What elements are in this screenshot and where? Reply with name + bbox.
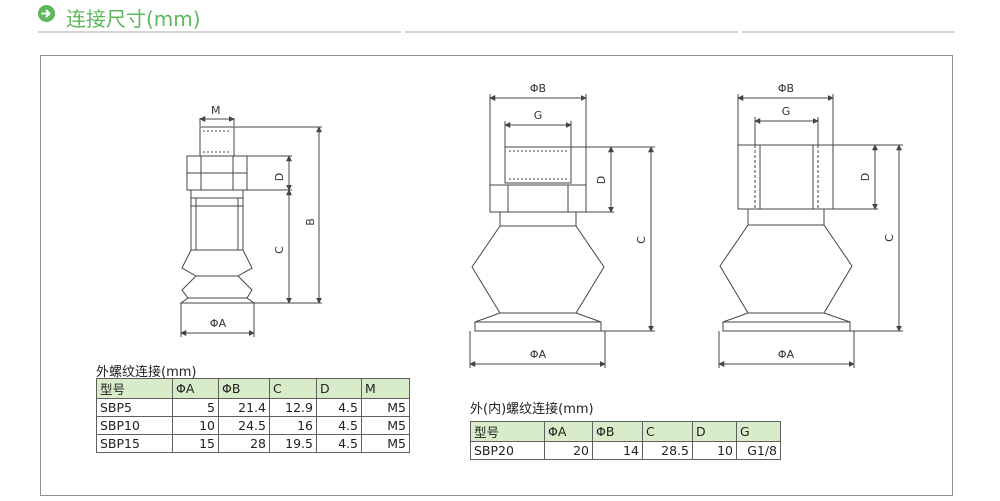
header-cell: ΦB <box>218 378 270 399</box>
label-c: C <box>883 234 896 242</box>
cell-value: G1/8 <box>736 441 781 460</box>
table-header-row: 型号 ΦA ΦB C D M <box>96 378 410 399</box>
header-cell: ΦA <box>544 421 593 442</box>
table-internal-title: 外(内)螺纹连接(mm) <box>470 402 594 417</box>
header-divider <box>742 31 955 33</box>
header-cell: ΦB <box>592 421 643 442</box>
label-a: ΦA <box>210 317 227 330</box>
header-cell: D <box>692 421 737 442</box>
drawing-sbp-external <box>179 116 322 337</box>
label-c: C <box>635 236 648 244</box>
label-phi-a: ΦA <box>530 348 547 361</box>
header-cell: M <box>361 378 410 399</box>
cell-model: SBP5 <box>96 398 173 417</box>
label-g: G <box>782 105 791 118</box>
drawing-frame <box>40 55 953 496</box>
label-m: M <box>211 104 221 117</box>
label-d: D <box>859 173 872 181</box>
header-cell: ΦA <box>172 378 219 399</box>
table-row: SBP5 5 21.4 12.9 4.5 M5 <box>96 398 410 417</box>
table-external: 型号 ΦA ΦB C D M SBP5 5 21.4 12.9 4.5 M5 S… <box>96 378 410 453</box>
label-phi-b: ΦB <box>530 82 546 95</box>
cell-value: 24.5 <box>218 416 270 435</box>
drawing-sbp20-a <box>469 94 655 368</box>
cell-value: 14 <box>592 441 643 460</box>
cell-value: 15 <box>172 434 219 453</box>
table-row: SBP20 20 14 28.5 10 G1/8 <box>470 441 781 460</box>
drawing-sbp20-b <box>718 94 903 368</box>
cell-value: 4.5 <box>316 434 362 453</box>
cell-model: SBP15 <box>96 434 173 453</box>
label-d: D <box>273 173 286 181</box>
label-c: C <box>273 246 286 254</box>
cell-value: 28 <box>218 434 270 453</box>
header-divider <box>405 31 738 33</box>
label-d: D <box>595 176 608 184</box>
cell-value: 20 <box>544 441 593 460</box>
header-cell: G <box>736 421 781 442</box>
label-phi-b: ΦB <box>778 82 794 95</box>
table-row: SBP10 10 24.5 16 4.5 M5 <box>96 416 410 435</box>
cell-value: M5 <box>361 416 410 435</box>
header-divider <box>38 31 401 33</box>
cell-value: 28.5 <box>642 441 693 460</box>
cell-model: SBP10 <box>96 416 173 435</box>
cell-value: 5 <box>172 398 219 417</box>
cell-value: 21.4 <box>218 398 270 417</box>
label-g: G <box>534 109 543 122</box>
table-external-title: 外螺纹连接(mm) <box>96 365 197 380</box>
cell-value: M5 <box>361 434 410 453</box>
cell-value: M5 <box>361 398 410 417</box>
table-row: SBP15 15 28 19.5 4.5 M5 <box>96 434 410 453</box>
arrow-circle-icon <box>38 5 55 22</box>
section-title: 连接尺寸(mm) <box>66 7 201 31</box>
header-cell: C <box>642 421 693 442</box>
section-header: 连接尺寸(mm) <box>0 0 1000 40</box>
header-cell: 型号 <box>470 421 545 442</box>
cell-value: 16 <box>269 416 317 435</box>
label-phi-a: ΦA <box>778 348 795 361</box>
cell-value: 19.5 <box>269 434 317 453</box>
header-cell: D <box>316 378 362 399</box>
cell-value: 4.5 <box>316 398 362 417</box>
header-cell: 型号 <box>96 378 173 399</box>
header-cell: C <box>269 378 317 399</box>
table-header-row: 型号 ΦA ΦB C D G <box>470 421 781 442</box>
cell-value: 12.9 <box>269 398 317 417</box>
cell-model: SBP20 <box>470 441 545 460</box>
cell-value: 10 <box>172 416 219 435</box>
label-b: B <box>304 218 317 226</box>
cell-value: 10 <box>692 441 737 460</box>
table-internal: 型号 ΦA ΦB C D G SBP20 20 14 28.5 10 G1/8 <box>470 421 781 460</box>
cell-value: 4.5 <box>316 416 362 435</box>
